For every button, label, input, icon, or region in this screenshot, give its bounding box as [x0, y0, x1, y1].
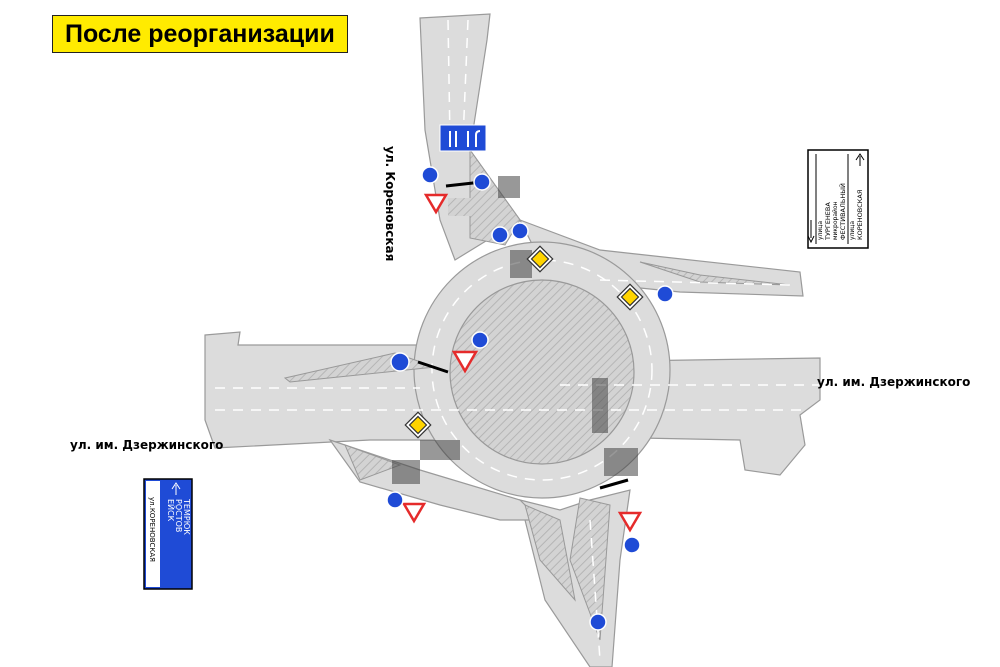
sign-blue-line1: ЕЙСК	[166, 499, 177, 522]
sign-blue-line2: РОСТОВ	[174, 499, 183, 532]
sign-white-line3: микрорайон	[832, 201, 839, 240]
mandatory-direction-sign	[471, 331, 489, 349]
street-label-north: ул. Кореновская	[383, 146, 397, 262]
sign-white-line1: улица	[817, 221, 824, 240]
page-title: После реорганизации	[52, 15, 348, 53]
street-label-west: ул. им. Дзержинского	[70, 438, 224, 452]
mandatory-signs	[386, 166, 674, 631]
sign-white-line6: КОРЕНОВСКАЯ	[856, 190, 864, 240]
sign-white-line5: улица	[849, 221, 856, 240]
yield-sign	[423, 193, 449, 215]
mandatory-direction-sign	[421, 166, 439, 184]
mandatory-direction-sign	[491, 226, 509, 244]
sign-blue-line3: ТЕМРЮК	[182, 498, 191, 535]
mandatory-direction-sign	[473, 173, 491, 191]
mandatory-direction-sign	[589, 613, 607, 631]
sign-blue-line4: ул.КОРЕНОВСКАЯ	[148, 497, 156, 562]
priority-road-sign	[404, 411, 432, 439]
mandatory-direction-sign	[511, 222, 529, 240]
priority-road-sign	[616, 283, 644, 311]
yield-sign	[401, 502, 427, 524]
mandatory-direction-sign	[386, 491, 404, 509]
lane-direction-sign	[439, 124, 487, 152]
crosswalks	[392, 176, 638, 484]
mandatory-direction-sign	[656, 285, 674, 303]
sign-white-line2: ТУРГЕНЕВА	[824, 202, 832, 241]
priority-signs	[404, 245, 644, 439]
priority-road-sign	[526, 245, 554, 273]
mandatory-direction-sign	[390, 352, 410, 372]
direction-sign-blue: ЕЙСК РОСТОВ ТЕМРЮК ул.КОРЕНОВСКАЯ	[143, 478, 193, 590]
street-label-east: ул. им. Дзержинского	[817, 375, 971, 389]
direction-sign-white: улица ТУРГЕНЕВА микрорайон ФЕСТИВАЛЬНЫЙ …	[807, 149, 869, 249]
sign-white-line4: ФЕСТИВАЛЬНЫЙ	[838, 183, 847, 240]
yield-signs	[401, 193, 643, 533]
yield-sign	[451, 350, 479, 374]
yield-sign	[617, 511, 643, 533]
mandatory-direction-sign	[623, 536, 641, 554]
